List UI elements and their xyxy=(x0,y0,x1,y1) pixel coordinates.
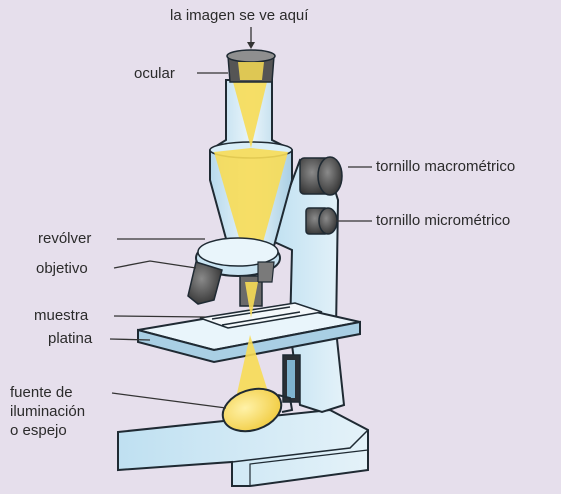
fine-focus-knob xyxy=(306,208,337,234)
coarse-focus-knob xyxy=(300,157,342,195)
label-objective: objetivo xyxy=(36,260,88,277)
label-coarse-focus: tornillo macrométrico xyxy=(376,158,515,175)
eyepiece xyxy=(227,50,275,82)
label-light-source-1: fuente de xyxy=(10,384,73,401)
label-light-source-2: iluminación xyxy=(10,403,85,420)
label-image-here: la imagen se ve aquí xyxy=(170,7,308,24)
label-fine-focus: tornillo micrométrico xyxy=(376,212,510,229)
label-stage: platina xyxy=(48,330,92,347)
label-light-source-3: o espejo xyxy=(10,422,67,439)
label-sample: muestra xyxy=(34,307,88,324)
label-revolver: revólver xyxy=(38,230,91,247)
label-ocular: ocular xyxy=(134,65,175,82)
